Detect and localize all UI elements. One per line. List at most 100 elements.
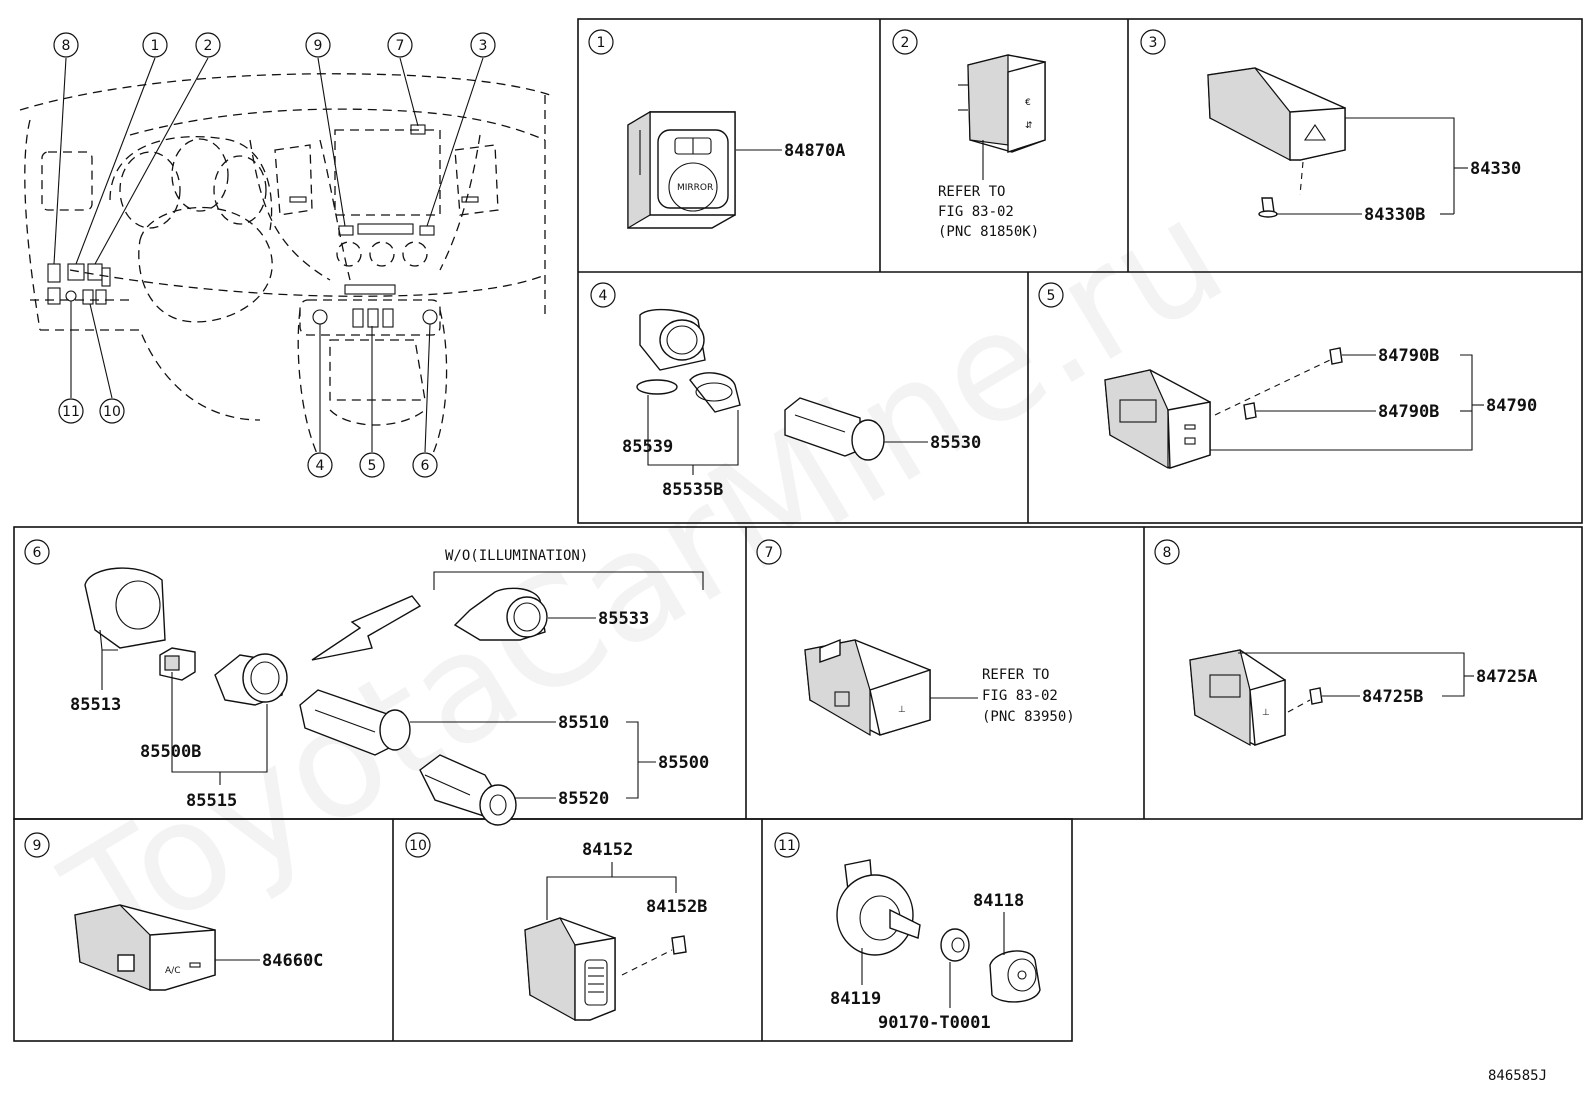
panel-5: 5 84790B 84790B 84790 (1038, 282, 1537, 470)
svg-text:6: 6 (421, 458, 430, 474)
svg-text:⊥: ⊥ (898, 705, 906, 715)
part-84330: 84330 (1470, 159, 1521, 179)
part-85535B: 85535B (662, 480, 723, 500)
p7-refer-line1: REFER TO (982, 667, 1049, 683)
part-84660C: 84660C (262, 951, 323, 971)
dashboard-overview: 8 1 2 9 7 3 4 5 (19, 32, 551, 478)
p2-refer-line3: (PNC 81850K) (938, 224, 1039, 240)
part-85500: 85500 (658, 753, 709, 773)
part-84330B: 84330B (1364, 205, 1425, 225)
panel-3-number: 3 (1149, 35, 1158, 51)
ring-85515-drawing (214, 653, 288, 706)
part-84790B-lower: 84790B (1378, 402, 1439, 422)
overview-callout-3: 3 (470, 32, 496, 58)
socket-85510-drawing (299, 689, 411, 756)
lighter-85520-drawing (419, 754, 517, 826)
panel-2: 2 € ⇵ REFER TO FIG 83-02 (PNC 81850K) (892, 29, 1046, 240)
panel-9: 9 A/C 84660C (24, 832, 323, 991)
panel-3: 3 84330 84330B (1140, 29, 1521, 225)
svg-text:8: 8 (62, 38, 71, 54)
panel-1: 1 MIRROR 84870A (588, 29, 845, 230)
part-85539: 85539 (622, 437, 673, 457)
overview-callout-4: 4 (307, 452, 333, 478)
overview-callout-6: 6 (412, 452, 438, 478)
overview-callout-8: 8 (53, 32, 79, 58)
panel-8-number: 8 (1163, 545, 1172, 561)
part-84725B: 84725B (1362, 687, 1423, 707)
hazard-switch-drawing (1207, 67, 1346, 218)
bracket-85513-drawing (84, 567, 166, 651)
panel-grid (13, 18, 1583, 1042)
panel-5-number: 5 (1047, 288, 1056, 304)
panel-1-number: 1 (597, 35, 606, 51)
p7-refer-line2: FIG 83-02 (982, 688, 1058, 704)
sleeve-85533-drawing (453, 587, 548, 641)
svg-text:1: 1 (151, 38, 160, 54)
mirror-switch-drawing: MIRROR (627, 110, 736, 230)
overview-callout-7: 7 (387, 32, 413, 58)
part-84152: 84152 (582, 840, 633, 860)
svg-text:€: € (1025, 98, 1031, 108)
part-84119: 84119 (830, 989, 881, 1009)
part-84870A: 84870A (784, 141, 845, 161)
part-85530: 85530 (930, 433, 981, 453)
switch-10-drawing (524, 917, 687, 1022)
mirror-label: MIRROR (677, 183, 713, 193)
part-90170-T0001: 90170-T0001 (878, 1013, 991, 1033)
svg-text:11: 11 (62, 404, 80, 420)
part-85515: 85515 (186, 791, 237, 811)
panel-8: 8 ⊥ 84725B 84725A (1154, 539, 1537, 747)
overview-callout-11: 11 (58, 398, 84, 424)
part-84790: 84790 (1486, 396, 1537, 416)
panel-6: 6 W/O(ILLUMINATION) 85533 85513 (24, 539, 709, 826)
ac-switch-drawing: A/C (74, 904, 216, 991)
wo-illumination-note: W/O(ILLUMINATION) (445, 548, 588, 564)
part-84790B-upper: 84790B (1378, 346, 1439, 366)
part-84725A: 84725A (1476, 667, 1537, 687)
diagram-id: 846585J (1488, 1068, 1547, 1084)
overview-callout-9: 9 (305, 32, 331, 58)
lighter-drawing (784, 397, 885, 461)
switch-5-drawing (1104, 347, 1343, 470)
knob-drawing (989, 950, 1041, 1003)
part-85520: 85520 (558, 789, 609, 809)
switch-7-drawing: ⊥ (804, 638, 931, 737)
svg-text:4: 4 (316, 458, 325, 474)
nut-drawing (940, 928, 970, 962)
ac-label: A/C (165, 966, 180, 976)
svg-text:⇵: ⇵ (1025, 121, 1033, 131)
overview-callout-10: 10 (99, 398, 125, 424)
panel-7-number: 7 (765, 545, 774, 561)
part-85500B: 85500B (140, 742, 201, 762)
overview-callout-5: 5 (359, 452, 385, 478)
panel-2-number: 2 (901, 35, 910, 51)
part-85513: 85513 (70, 695, 121, 715)
p2-refer-line1: REFER TO (938, 184, 1005, 200)
svg-text:10: 10 (103, 404, 121, 420)
switch-2-drawing: € ⇵ (958, 54, 1046, 153)
svg-text:9: 9 (314, 38, 323, 54)
part-84118: 84118 (973, 891, 1024, 911)
panel-7: 7 ⊥ REFER TO FIG 83-02 (PNC 83950) (756, 539, 1075, 737)
panel-6-number: 6 (33, 545, 42, 561)
switch-8-drawing: ⊥ (1189, 649, 1323, 747)
panel-4: 4 85539 85535B 85530 (590, 282, 981, 500)
part-84152B: 84152B (646, 897, 707, 917)
rheostat-drawing (836, 859, 921, 956)
panel-4-number: 4 (599, 288, 608, 304)
svg-text:⊥: ⊥ (1262, 708, 1270, 718)
svg-text:5: 5 (368, 458, 377, 474)
overview-callout-2: 2 (195, 32, 221, 58)
socket-drawing (636, 308, 741, 413)
p7-refer-line3: (PNC 83950) (982, 709, 1075, 725)
p2-refer-line2: FIG 83-02 (938, 204, 1014, 220)
panel-10: 10 84152 84152B (405, 832, 707, 1022)
overview-callout-1: 1 (142, 32, 168, 58)
svg-text:7: 7 (396, 38, 405, 54)
part-85510: 85510 (558, 713, 609, 733)
panel-10-number: 10 (409, 838, 427, 854)
arrow-shape (311, 595, 422, 661)
part-85533: 85533 (598, 609, 649, 629)
bulb-85500B-drawing (159, 647, 196, 681)
